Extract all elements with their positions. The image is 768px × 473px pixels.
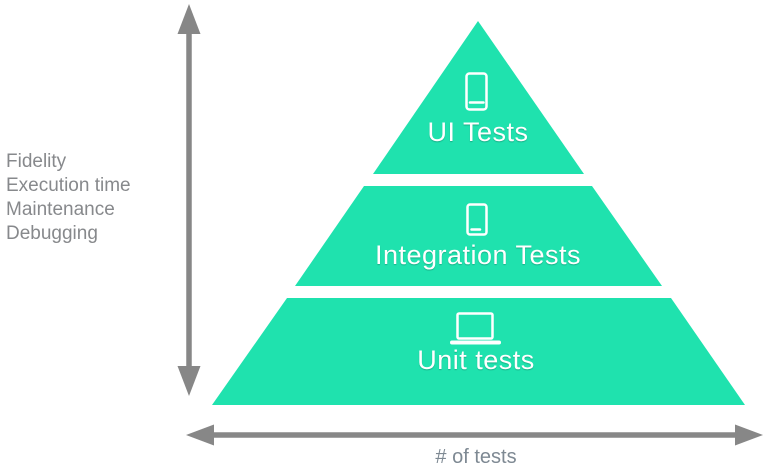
- vertical-double-arrow: [177, 4, 201, 396]
- tier-ui-tests-shape: [373, 21, 584, 174]
- arrow-left-head: [186, 424, 214, 446]
- smartphone-icon: [465, 72, 488, 111]
- tier-label-ui-tests: UI Tests: [427, 117, 529, 147]
- arrow-up-head: [177, 4, 201, 34]
- tier-unit-tests-shape: [212, 298, 745, 405]
- tablet-icon: [466, 203, 488, 236]
- y-axis-labels: Fidelity Execution time Maintenance Debu…: [6, 150, 131, 246]
- pyramid: [212, 21, 745, 405]
- y-axis-label-fidelity: Fidelity: [6, 151, 67, 172]
- tier-label-unit-tests: Unit tests: [417, 345, 535, 375]
- arrow-down-head: [177, 366, 201, 396]
- horizontal-double-arrow: [186, 424, 763, 446]
- y-axis-label-execution-time: Execution time: [6, 175, 131, 196]
- laptop-icon: [450, 312, 501, 345]
- tier-label-integration-tests: Integration Tests: [374, 240, 582, 270]
- x-axis-label-number-of-tests: # of tests: [435, 446, 517, 468]
- arrow-right-head: [735, 424, 763, 446]
- tier-integration-tests-shape: [295, 186, 662, 286]
- y-axis-label-debugging: Debugging: [6, 223, 98, 244]
- y-axis-label-maintenance: Maintenance: [6, 199, 115, 220]
